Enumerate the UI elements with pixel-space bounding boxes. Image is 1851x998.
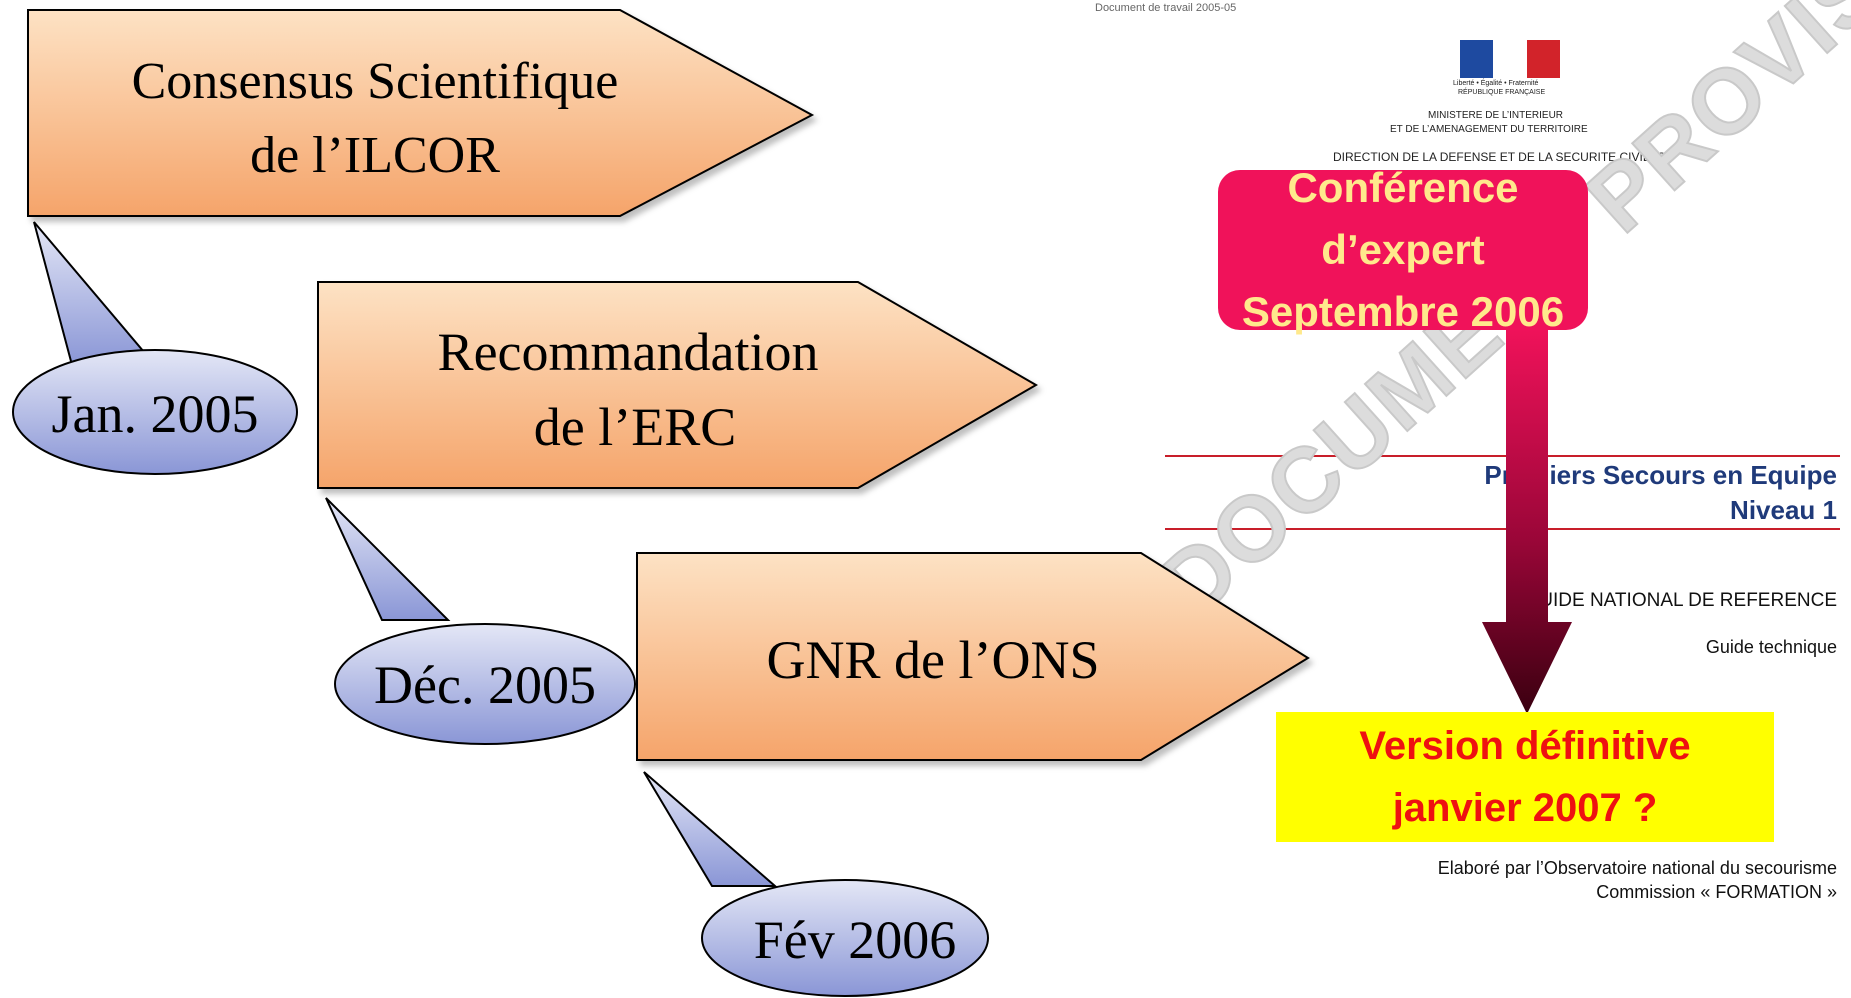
version-line-1: Version définitive — [1359, 724, 1691, 768]
ministry-line-2: ET DE L’AMENAGEMENT DU TERRITOIRE — [1390, 124, 1588, 135]
down-arrow — [1482, 328, 1572, 714]
direction-line: DIRECTION DE LA DEFENSE ET DE LA SECURIT… — [1333, 150, 1666, 164]
ilcor-line-1: Consensus Scientifique — [132, 53, 619, 110]
republique-francaise-logo — [1460, 40, 1560, 78]
timeline-item-ilcor: Consensus Scientifique de l’ILCOR Jan. 2… — [12, 9, 815, 475]
erc-line-1: Recommandation — [438, 322, 819, 382]
pentagon-arrow-erc — [317, 281, 1038, 489]
guide-technique-label: Guide technique — [1705, 637, 1837, 657]
ilcor-line-2: de l’ILCOR — [250, 127, 500, 184]
document-reference: Document de travail 2005-05 — [1095, 2, 1237, 14]
version-callout: Version définitive janvier 2007 ? — [1276, 712, 1774, 842]
date-jan-2005: Jan. 2005 — [52, 384, 259, 444]
timeline-item-erc: Recommandation de l’ERC Déc. 2005 — [317, 281, 1038, 745]
bubble-tail-jan-2005 — [33, 221, 158, 366]
ons-label: GNR de l’ONS — [767, 630, 1100, 690]
document-title-line-2: Niveau 1 — [1730, 495, 1837, 525]
pentagon-arrow-ons — [636, 552, 1310, 761]
conference-line-1: Conférence d’expert — [1287, 164, 1519, 273]
elabore-line-2: Commission « FORMATION » — [1596, 882, 1837, 902]
logo-motto: Liberté • Égalité • Fraternité — [1453, 80, 1539, 87]
erc-line-2: de l’ERC — [534, 397, 736, 457]
date-dec-2005: Déc. 2005 — [374, 655, 596, 715]
title-rule-top — [1165, 455, 1840, 457]
title-rule-bottom — [1165, 528, 1840, 530]
pentagon-arrow-ilcor — [27, 9, 815, 217]
ministry-line-1: MINISTERE DE L’INTERIEUR — [1428, 110, 1564, 121]
date-fev-2006: Fév 2006 — [754, 910, 957, 970]
date-bubble-fev-2006 — [701, 879, 989, 997]
elabore-line-1: Elaboré par l’Observatoire national du s… — [1437, 858, 1837, 878]
conference-callout: Conférence d’expert Septembre 2006 — [1218, 164, 1588, 335]
date-bubble-jan-2005 — [12, 349, 298, 475]
date-bubble-dec-2005 — [334, 623, 636, 745]
conference-line-2: Septembre 2006 — [1241, 288, 1565, 335]
bubble-tail-dec-2005 — [325, 497, 451, 621]
logo-republic: RÉPUBLIQUE FRANÇAISE — [1458, 89, 1546, 96]
guide-national-label: GUIDE NATIONAL DE REFERENCE — [1524, 590, 1838, 611]
version-line-2: janvier 2007 ? — [1392, 786, 1658, 830]
bubble-tail-fev-2006 — [643, 771, 778, 887]
timeline-item-ons: GNR de l’ONS Fév 2006 — [636, 552, 1310, 997]
